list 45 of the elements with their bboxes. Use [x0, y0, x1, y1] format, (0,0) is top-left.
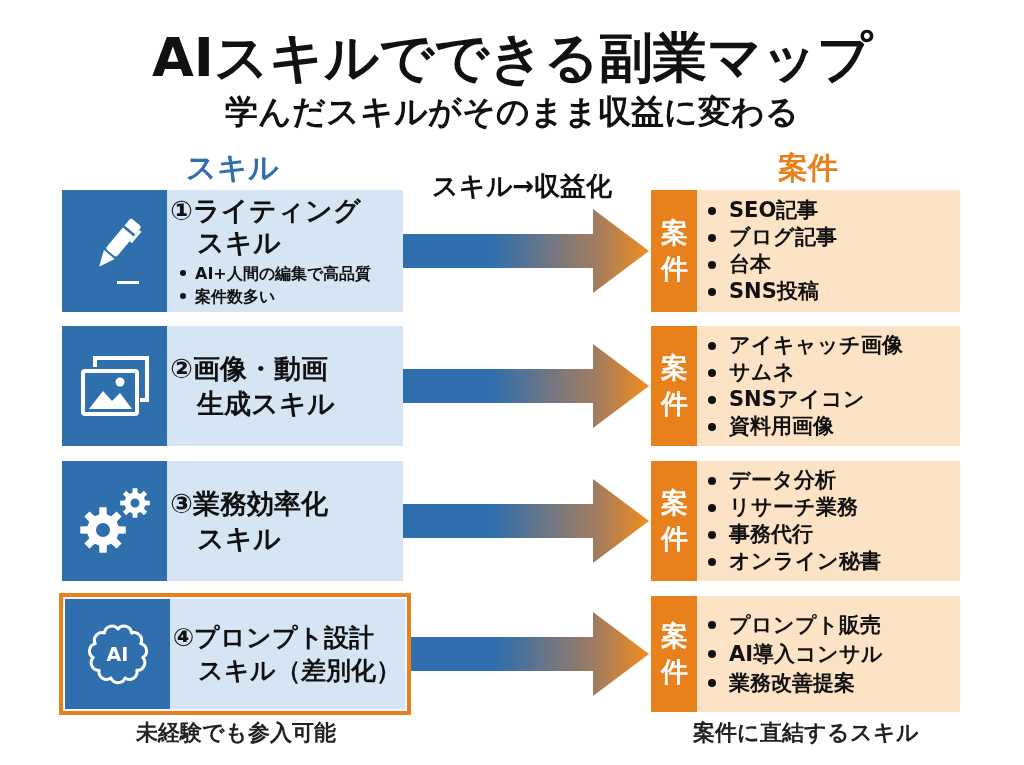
category-tab: 案件 — [651, 596, 697, 712]
bullet-text: プロンプト販売 — [729, 611, 881, 639]
bullet-text: 資料用画像 — [729, 413, 834, 440]
arrow-caption: スキル→収益化 — [431, 171, 613, 203]
bullet-text: AI+人間の編集で高品質 — [195, 262, 371, 285]
job-card — [651, 190, 960, 312]
skill-card — [62, 461, 403, 581]
bullet-text: 台本 — [729, 251, 771, 278]
bullet-text: データ分析 — [729, 467, 836, 494]
job-card — [651, 326, 960, 446]
job-card — [651, 461, 960, 581]
footnote: 未経験でも参入可能 — [136, 719, 336, 747]
skill-title: ①ライティングスキル — [170, 194, 361, 259]
skill-title: ②画像・動画生成スキル — [170, 352, 335, 421]
bullet-text: リサーチ業務 — [729, 494, 858, 521]
title: AIスキルでできる副業マップ — [152, 25, 872, 91]
icon-text: AI — [106, 642, 129, 666]
bullet-text: サムネ — [729, 359, 795, 386]
category-tab: 案件 — [651, 461, 697, 581]
bullet-text: SNS投稿 — [729, 278, 819, 305]
skill-card — [62, 190, 403, 312]
bullet-text: AI導入コンサル — [729, 640, 884, 668]
bullet-text: 事務代行 — [729, 521, 813, 548]
arrow — [403, 209, 649, 293]
column-heading: スキル — [185, 150, 279, 186]
column-heading: 案件 — [778, 150, 838, 186]
bullet-text: 業務改善提案 — [729, 669, 855, 697]
arrow — [403, 479, 649, 563]
bullet-text: 案件数多い — [195, 285, 275, 308]
category-tab: 案件 — [651, 190, 697, 312]
bullet-text: ブログ記事 — [729, 224, 837, 251]
skill-title: ③業務効率化スキル — [170, 487, 328, 556]
skill-title: ④プロンプト設計スキル（差別化） — [173, 622, 401, 687]
footnote: 案件に直結するスキル — [693, 719, 919, 747]
bullet-text: アイキャッチ画像 — [729, 332, 903, 359]
job-card — [651, 596, 960, 712]
category-tab: 案件 — [651, 326, 697, 446]
bullet-text: オンライン秘書 — [729, 548, 881, 575]
bullet-text: SEO記事 — [729, 197, 819, 224]
skill-card — [59, 593, 411, 715]
skill-card — [62, 326, 403, 446]
arrow — [411, 612, 649, 696]
bullet-text: SNSアイコン — [729, 386, 865, 413]
subtitle: 学んだスキルがそのまま収益に変わる — [225, 92, 799, 132]
arrow — [403, 344, 649, 428]
